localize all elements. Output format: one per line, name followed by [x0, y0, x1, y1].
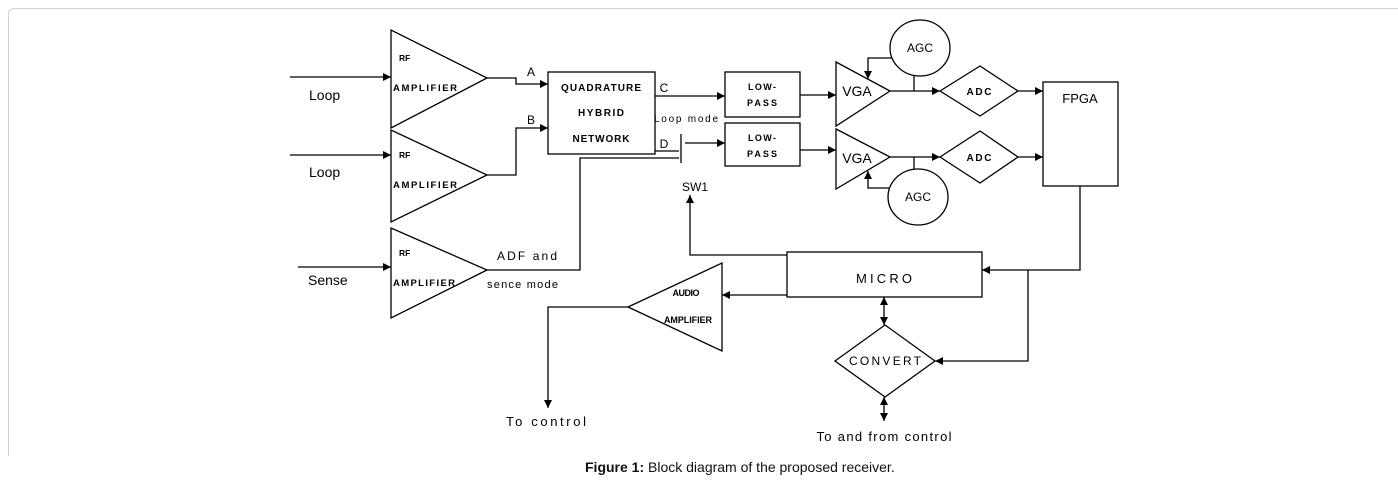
signal-label-a: A: [527, 65, 535, 79]
low-pass-filter-top: [724, 71, 801, 118]
micro-box: [786, 251, 983, 298]
quadrature-label-2: HYBRID: [578, 108, 624, 119]
rf-amplifier-bottom: [390, 227, 489, 320]
rf-amplifier-middle-label-1: RF: [399, 150, 410, 160]
fpga-to-convert-arrow: [935, 270, 1029, 365]
vga-top: [835, 60, 892, 128]
figure-frame: [8, 8, 1398, 456]
to-and-from-control-label: To and from control: [817, 429, 952, 444]
input-label-loop-middle: Loop: [309, 164, 340, 180]
fpga-label: FPGA: [1062, 91, 1098, 106]
agc-top: [889, 19, 951, 77]
agc-bottom-feedback-arrow: [864, 171, 890, 189]
vga-top-label: VGA: [842, 83, 872, 99]
agc-bottom-label: AGC: [905, 190, 931, 204]
convert-label: CONVERT: [849, 354, 922, 368]
low-pass-bottom-label-2: PASS: [747, 149, 777, 159]
vga-bottom-label: VGA: [842, 150, 872, 166]
signal-label-d: D: [660, 137, 669, 151]
adc-top-label: ADC: [967, 87, 992, 98]
adf-mode-label-1: ADF and: [497, 249, 557, 263]
rf-amplifier-top: [390, 28, 489, 130]
adf-mode-label-2: sence mode: [487, 279, 558, 291]
loop-mode-label: Loop mode: [654, 114, 718, 125]
figure-caption-text: Block diagram of the proposed receiver.: [648, 459, 895, 475]
quadrature-label-1: QUADRATURE: [561, 83, 641, 94]
low-pass-filter-bottom: [724, 122, 801, 167]
agc-bottom: [887, 168, 949, 226]
signal-b-wire: [487, 124, 548, 176]
figure-caption-label: Figure 1:: [585, 459, 645, 475]
rf-amplifier-top-label-1: RF: [399, 53, 410, 63]
micro-label: MICRO: [856, 271, 912, 286]
sw1-control-arrow: [686, 195, 787, 256]
fpga-to-micro-arrow: [982, 186, 1081, 274]
input-label-sense: Sense: [308, 272, 348, 288]
signal-a-wire: [487, 77, 548, 88]
audio-to-control-arrow: [544, 306, 628, 408]
quadrature-label-3: NETWORK: [573, 134, 631, 145]
figure-caption: Figure 1: Block diagram of the proposed …: [585, 459, 895, 475]
signal-label-b: B: [527, 113, 535, 127]
to-control-label: To control: [506, 414, 586, 429]
audio-amplifier: [626, 261, 723, 353]
signal-label-c: C: [660, 81, 669, 95]
audio-amplifier-label-1: AUDIO: [673, 288, 700, 298]
rf-amplifier-bottom-label-1: RF: [399, 248, 410, 258]
audio-amplifier-label-2: AMPLIFIER: [664, 315, 713, 325]
rf-amplifier-middle: [390, 128, 489, 224]
fpga-box: [1042, 81, 1119, 187]
adc-bottom-label: ADC: [967, 153, 992, 164]
adf-sense-mode-wire: [487, 157, 679, 271]
vga-bottom: [835, 127, 892, 191]
agc-top-feedback-arrow: [864, 57, 892, 79]
quadrature-hybrid-network-box: [547, 71, 656, 155]
low-pass-top-label-2: PASS: [747, 98, 777, 108]
switch-label: SW1: [682, 180, 708, 194]
agc-top-label: AGC: [907, 41, 933, 55]
input-label-loop-top: Loop: [309, 87, 340, 103]
